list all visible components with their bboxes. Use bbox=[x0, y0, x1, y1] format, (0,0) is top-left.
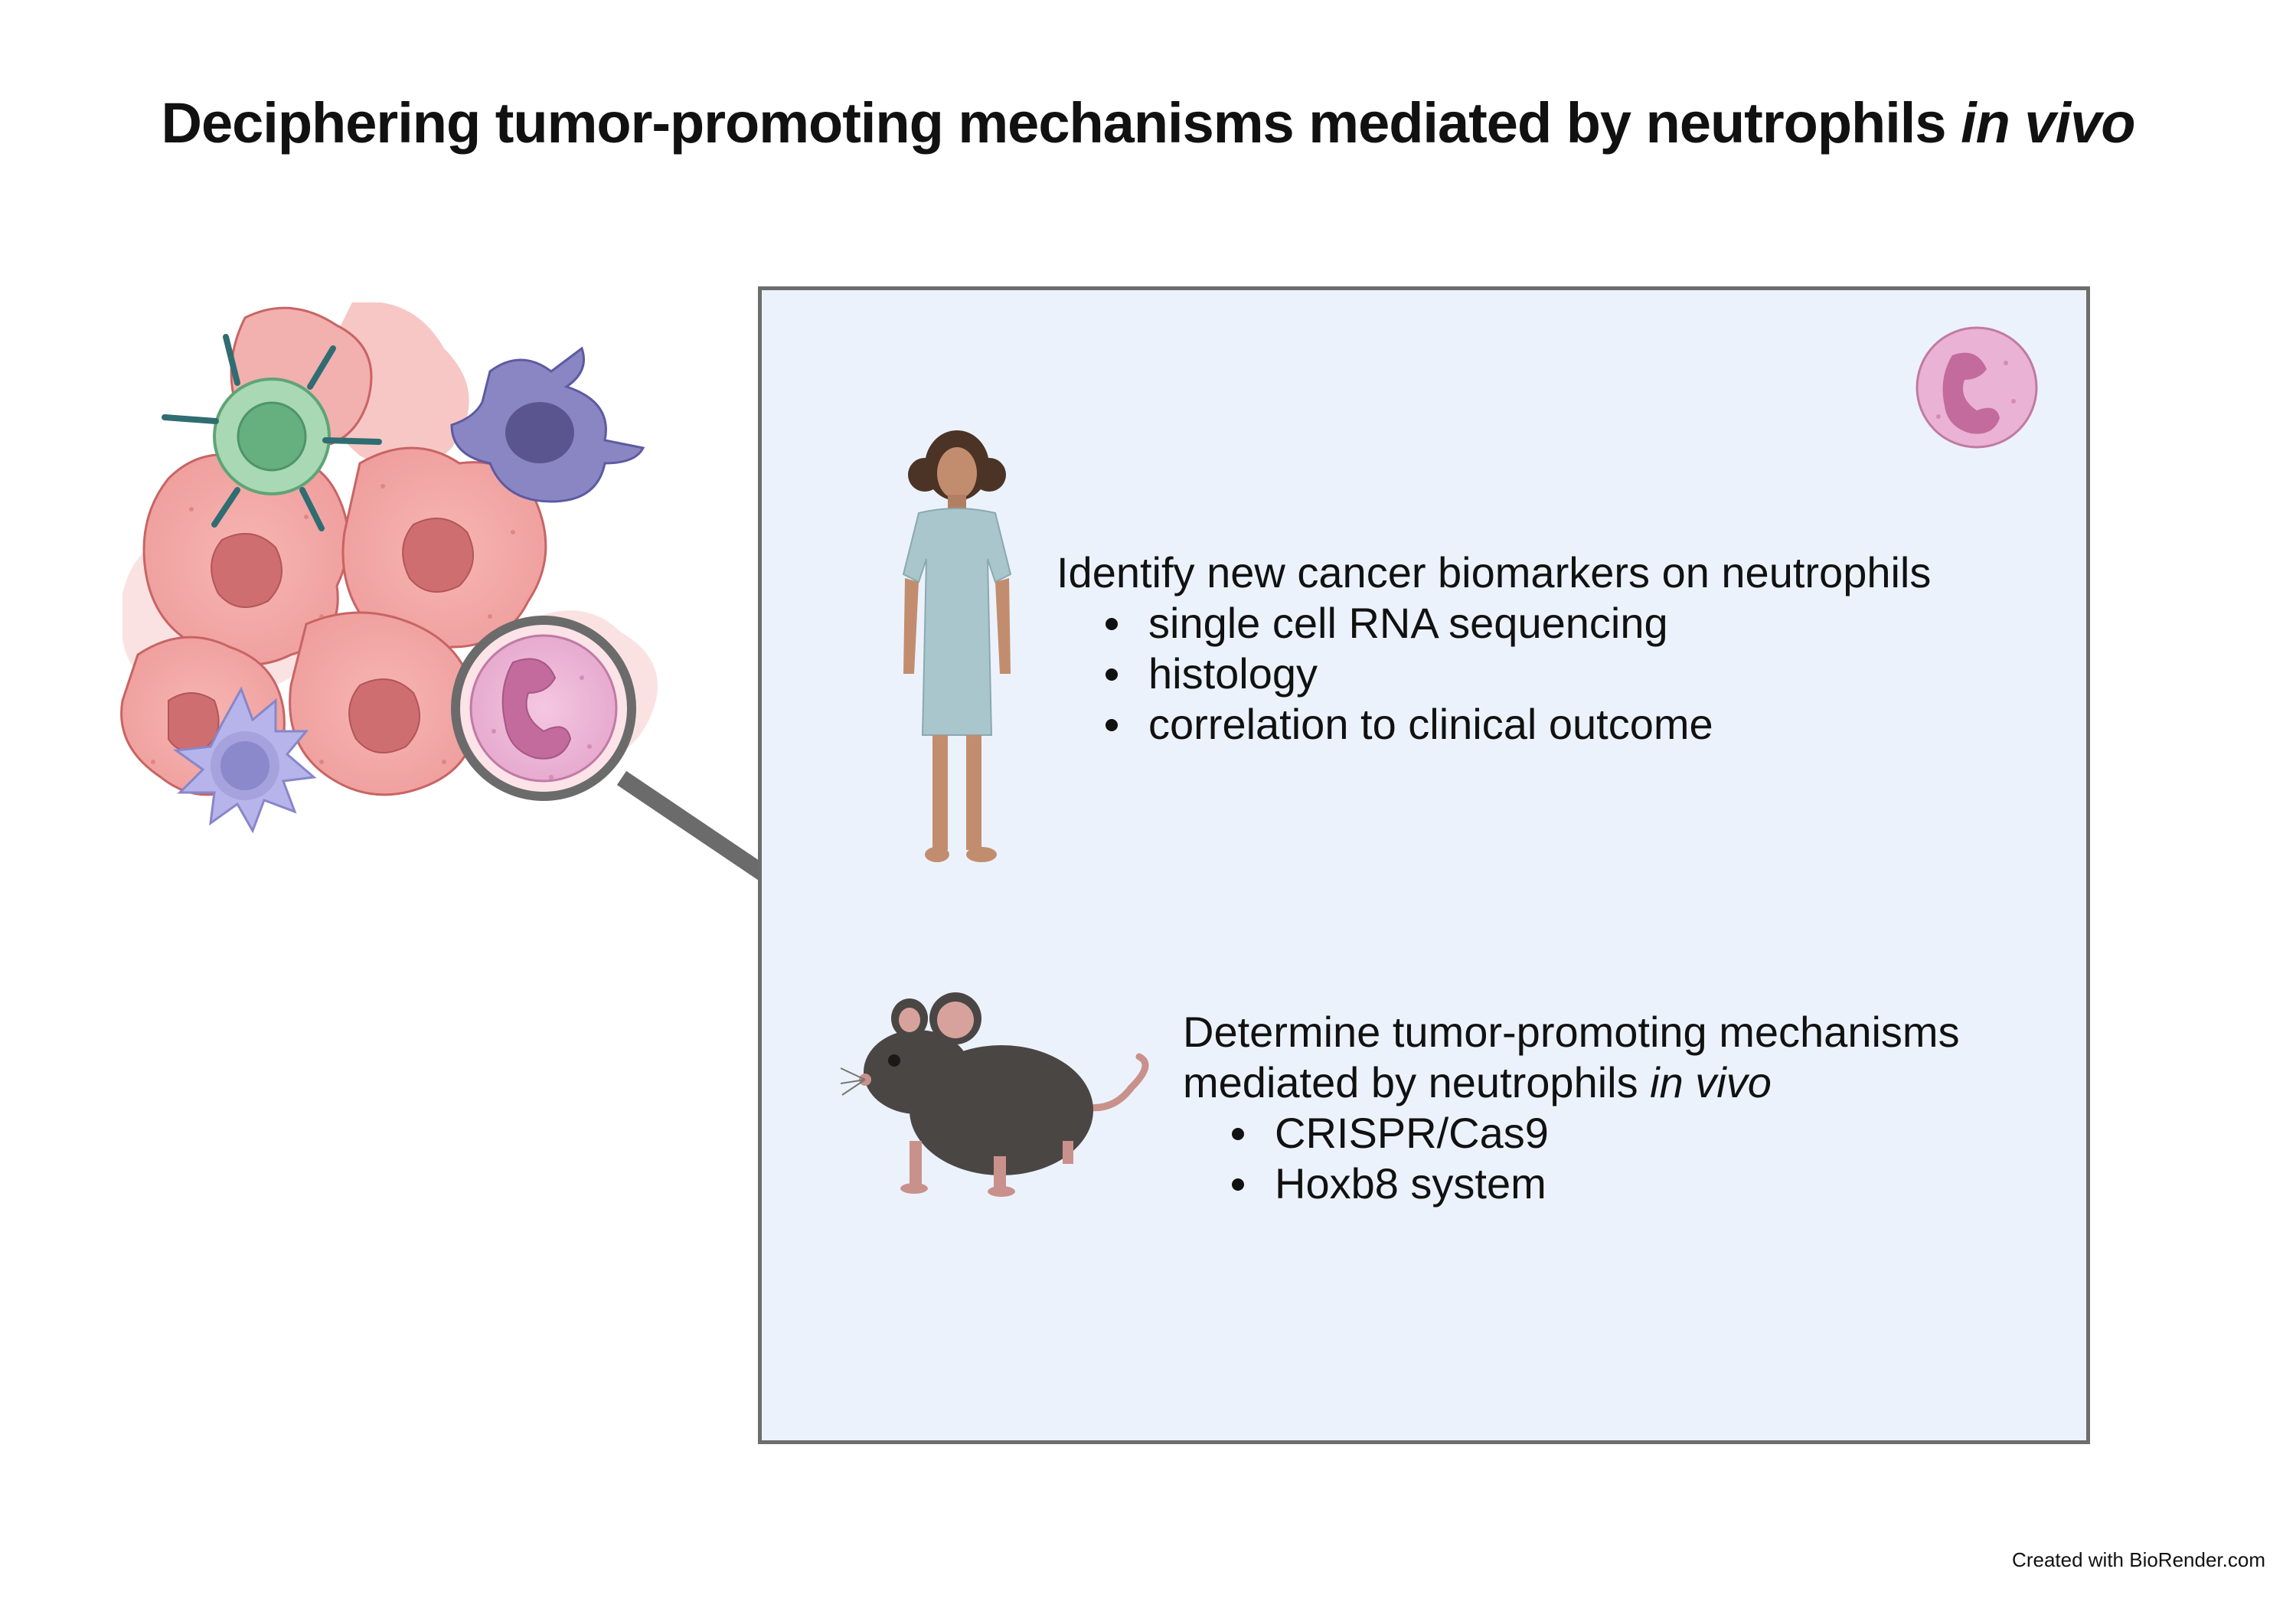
list-item: correlation to clinical outcome bbox=[1105, 699, 1931, 750]
neutrophil-icon bbox=[469, 634, 618, 783]
title-italic: in vivo bbox=[1961, 91, 2135, 155]
mouse-heading-line2: mediated by neutrophils in vivo bbox=[1183, 1057, 1960, 1108]
credit-text: Created with BioRender.com bbox=[2012, 1548, 2265, 1571]
list-item: single cell RNA sequencing bbox=[1105, 598, 1931, 649]
tumor-nuclei bbox=[168, 518, 474, 753]
page-title: Deciphering tumor-promoting mechanisms m… bbox=[0, 90, 2296, 155]
antibody-icon bbox=[162, 334, 382, 531]
list-item: histology bbox=[1105, 649, 1931, 699]
dendritic-cell-icon bbox=[172, 686, 317, 834]
mouse-heading-line1: Determine tumor-promoting mechanisms bbox=[1183, 1008, 1960, 1056]
mouse-bullets: CRISPR/Cas9 Hoxb8 system bbox=[1183, 1108, 1960, 1209]
neutrophil-icon bbox=[1916, 326, 2038, 449]
mouse-icon bbox=[841, 992, 1149, 1197]
mouse-heading-italic: in vivo bbox=[1650, 1058, 1772, 1106]
list-item: CRISPR/Cas9 bbox=[1232, 1108, 1960, 1159]
mouse-heading-text: mediated by neutrophils bbox=[1183, 1058, 1651, 1106]
human-bullets: single cell RNA sequencing histology cor… bbox=[1057, 598, 1931, 750]
tumor-cluster-icon bbox=[120, 302, 658, 834]
human-heading: Identify new cancer biomarkers on neutro… bbox=[1057, 548, 1932, 596]
human-section: Identify new cancer biomarkers on neutro… bbox=[1057, 547, 1931, 750]
list-item: Hoxb8 system bbox=[1232, 1159, 1960, 1209]
mouse-section: Determine tumor-promoting mechanisms med… bbox=[1183, 1007, 1960, 1209]
magnifier-icon bbox=[451, 616, 636, 801]
t-cell-icon bbox=[162, 334, 382, 531]
macrophage-icon bbox=[450, 346, 645, 503]
title-main: Deciphering tumor-promoting mechanisms m… bbox=[161, 91, 1961, 155]
patient-icon bbox=[902, 430, 1012, 862]
